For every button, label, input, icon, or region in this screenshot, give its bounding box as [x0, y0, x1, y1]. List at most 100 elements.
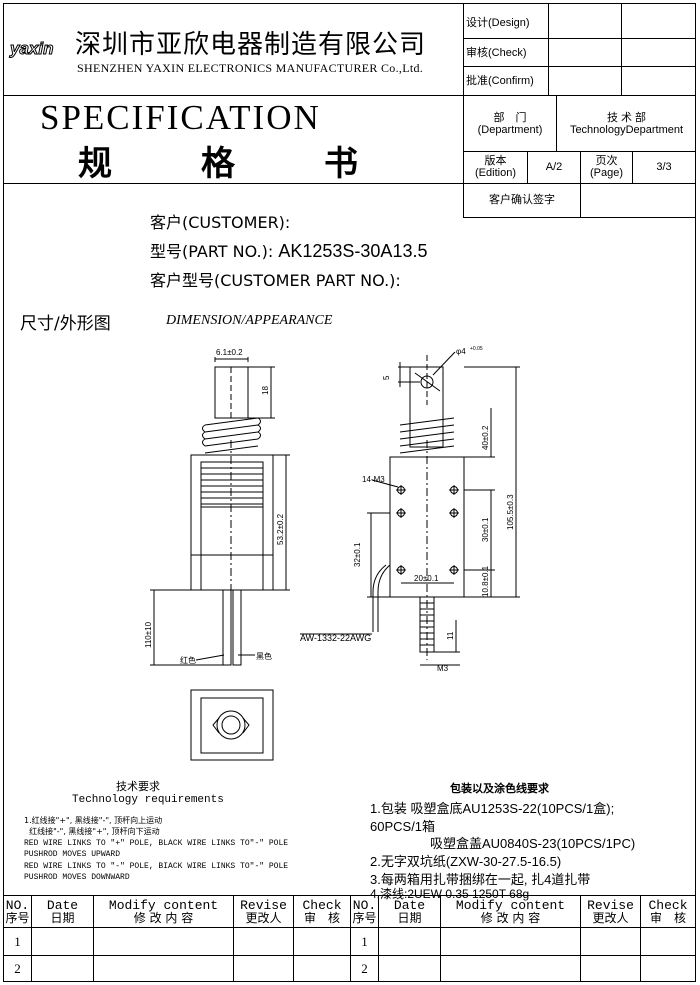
dim-hole-spacing-h: 20±0.1 — [414, 574, 439, 583]
divider — [548, 3, 549, 95]
confirm-label: 批准(Confirm) — [466, 75, 534, 87]
requirements-title-en: Technology requirements — [72, 794, 224, 806]
row-number: 2 — [14, 961, 21, 976]
bottom-view — [190, 689, 274, 761]
department-value-en: TechnologyDepartment — [569, 124, 684, 136]
header-cn: 更改人 — [245, 910, 282, 925]
department-value-cn: 技 术 部 — [606, 112, 647, 124]
check-label: 审核(Check) — [466, 47, 527, 59]
edition-cell: 版本 (Edition) — [464, 152, 527, 182]
divider — [463, 38, 696, 39]
spec-char: 书 — [324, 144, 358, 184]
department-cell: 部 门 (Department) — [464, 106, 556, 142]
customer-part-label: 客户型号(CUSTOMER PART NO.): — [150, 271, 401, 290]
section-title-en: DIMENSION/APPEARANCE — [166, 313, 333, 328]
design-label: 设计(Design) — [466, 17, 530, 29]
divider — [556, 95, 557, 151]
divider — [3, 95, 696, 96]
dim-wire-len: 110±10 — [144, 621, 153, 648]
divider — [580, 895, 581, 982]
header-cn: 审 核 — [303, 910, 340, 925]
divider — [463, 66, 696, 67]
divider — [3, 895, 696, 896]
row-number: 1 — [361, 933, 368, 949]
side-view — [150, 357, 290, 666]
dim-hole-tol: +0.05 — [470, 346, 483, 352]
department-cn: 部 门 — [493, 112, 527, 124]
divider — [233, 895, 234, 982]
department-en: (Department) — [477, 124, 543, 136]
front-view — [300, 351, 520, 666]
edition-value: A/2 — [545, 161, 563, 173]
dim-upper-len: 40±0.2 — [481, 425, 490, 450]
requirement-line: 1.红线接"+", 黑线接"-", 顶杆向上运动 — [24, 816, 163, 825]
page-frame — [3, 3, 696, 982]
dim-hole-spacing-v: 30±0.1 — [481, 517, 490, 542]
spec-char: 规 — [78, 144, 112, 184]
packaging-line: 3.每两箱用扎带捆绑在一起, 扎4道扎带 — [370, 872, 591, 887]
divider — [640, 895, 641, 982]
divider — [621, 3, 622, 95]
header-cn: 日期 — [50, 910, 75, 925]
header-cn: 日期 — [397, 910, 422, 925]
divider — [293, 895, 294, 982]
dim-rod-len: 11 — [446, 631, 455, 640]
dim-hole: φ4 — [456, 347, 466, 356]
company-name-cn: 深圳市亚欣电器制造有限公司 — [75, 30, 427, 60]
requirement-line: PUSHROD MOVES UPWARD — [24, 850, 121, 859]
department-value-cell: 技 术 部 TechnologyDepartment — [557, 106, 696, 142]
packaging-title: 包装以及涂色线要求 — [450, 782, 549, 795]
requirement-line: RED WIRE LINKS TO "+" POLE, BLACK WIRE L… — [24, 839, 289, 848]
requirement-line: 红线接"-", 黑线接"+", 顶杆向下运动 — [24, 827, 160, 836]
header-en: Date — [393, 897, 426, 913]
edition-en: (Edition) — [475, 167, 516, 179]
divider — [3, 955, 696, 956]
divider — [31, 895, 32, 982]
divider — [463, 3, 464, 183]
divider — [3, 183, 465, 184]
part-label: 型号(PART NO.): — [150, 242, 274, 261]
header-cn: 更改人 — [592, 910, 629, 925]
header-en: Date — [46, 897, 79, 913]
divider — [463, 183, 696, 184]
requirement-line: RED WIRE LINKS TO "-" POLE, BIACK WIRE L… — [24, 862, 289, 871]
divider — [527, 151, 528, 183]
dimension-drawing: 6.1±0.2 18 53.2±0.2 110±10 φ4 +0.05 5 40… — [144, 346, 520, 761]
col-header-no: NO.序号 — [4, 896, 31, 927]
header-en: Check — [302, 897, 342, 913]
packaging-line: 60PCS/1箱 — [370, 819, 436, 834]
header-cn: 修 改 内 容 — [480, 910, 541, 925]
divider — [93, 895, 94, 982]
spec-title: SPECIFICATION — [40, 98, 321, 137]
customer-label: 客户(CUSTOMER): — [150, 213, 291, 232]
edition-cn: 版本 — [484, 155, 507, 167]
requirements-title-cn: 技术要求 — [116, 780, 160, 793]
page-cell: 页次 (Page) — [581, 152, 632, 182]
divider — [580, 151, 581, 183]
dim-top-len: 18 — [261, 386, 270, 395]
divider — [463, 151, 696, 152]
wire-spec: AW-1332-22AWG — [300, 633, 371, 643]
header-en: NO. — [352, 897, 377, 913]
divider — [580, 183, 581, 217]
customer-sign-label: 客户确认签字 — [489, 194, 555, 206]
dim-body-len: 53.2±0.2 — [276, 513, 285, 545]
divider — [350, 895, 351, 982]
divider — [3, 927, 696, 928]
header-en: Check — [648, 897, 688, 913]
page-en: (Page) — [589, 167, 624, 179]
company-name-en: SHENZHEN YAXIN ELECTRONICS MANUFACTURER … — [77, 61, 424, 75]
packaging-line: 4.漆线:2UEW 0.35 1250T 68g — [370, 887, 530, 901]
divider — [463, 183, 464, 217]
packaging-line: 2.无字双坑纸(ZXW-30-27.5-16.5) — [370, 854, 562, 869]
header-en: Modify content — [108, 897, 219, 913]
header-en: Modify content — [455, 897, 566, 913]
red-wire-label: 红色 — [180, 655, 196, 665]
header-cn: 序号 — [5, 910, 30, 925]
